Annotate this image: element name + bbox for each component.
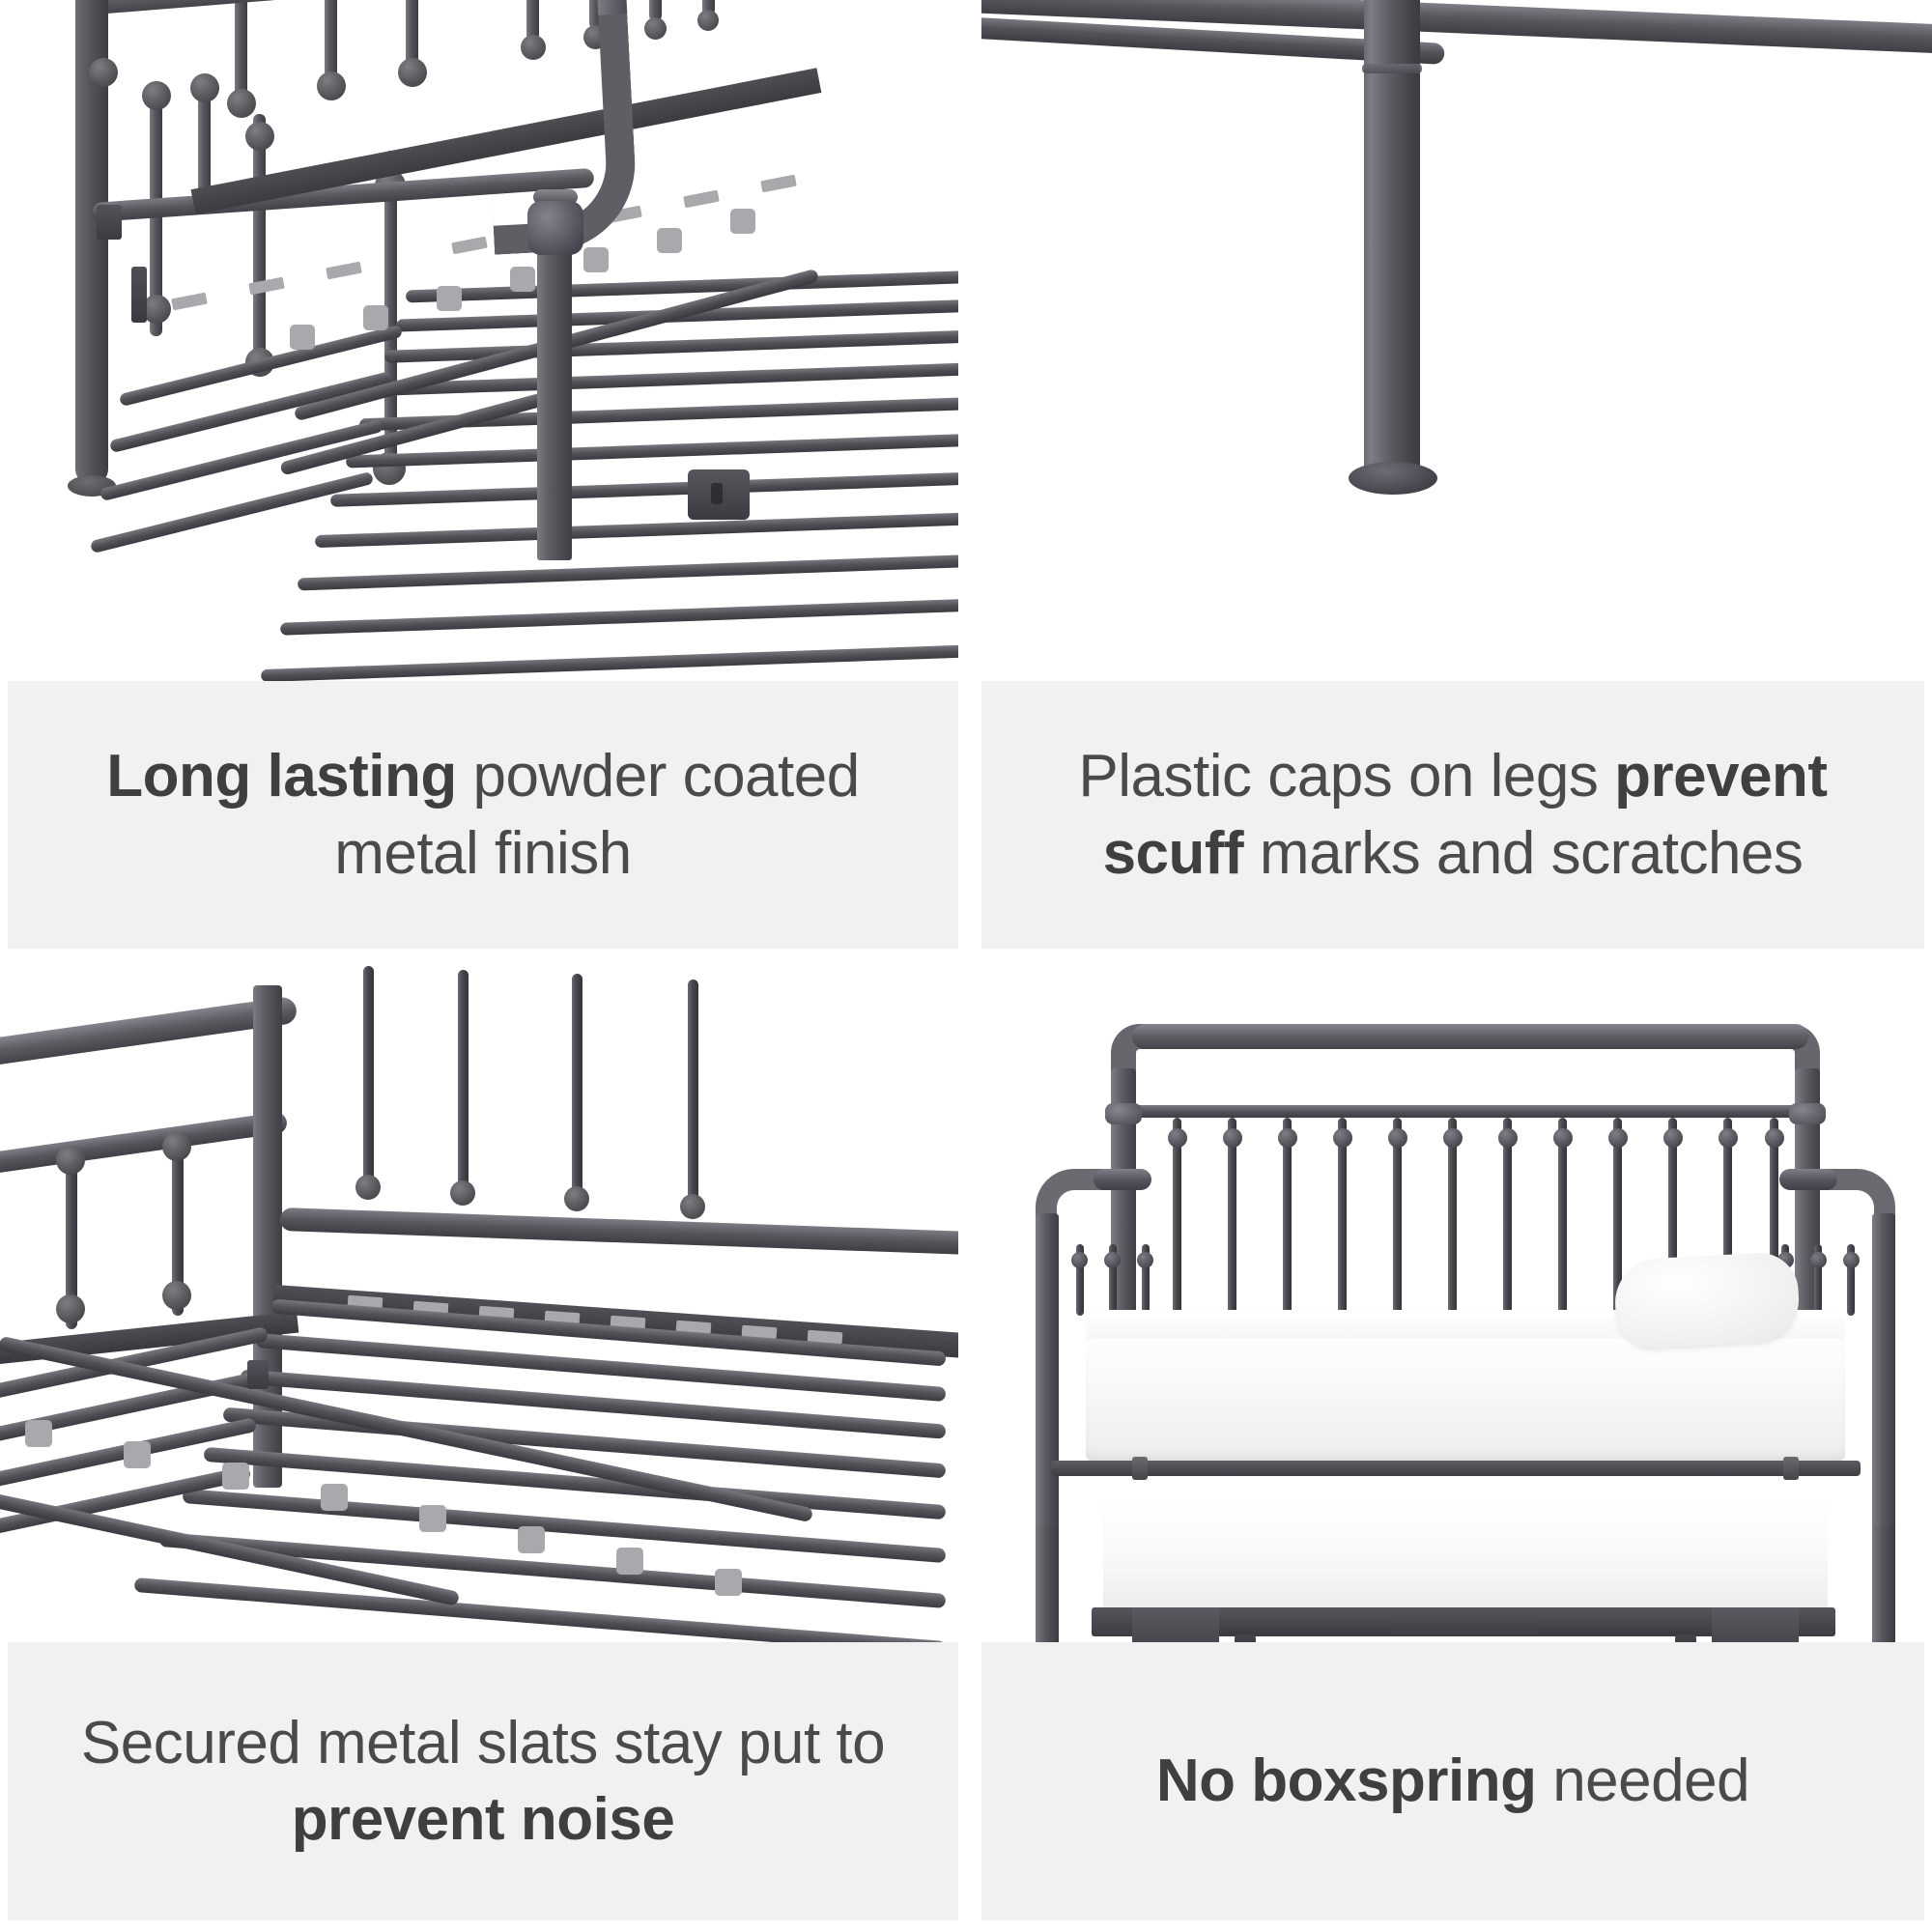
feature-cell-plastic-caps: Plastic caps on legs prevent scuff marks… [958,0,1932,966]
caption-text-secured-slats: Secured metal slats stay put to prevent … [80,1709,886,1853]
feature-image-plastic-caps [981,0,1932,681]
plastic-cap-icon [1349,462,1437,495]
caption-no-boxspring: No boxspring needed [981,1642,1924,1920]
headboard-top-rail [1132,1024,1808,1049]
trundle-mattress [1103,1497,1828,1613]
caption-text-no-boxspring: No boxspring needed [1155,1747,1750,1815]
feature-cell-powder-coat: Long lasting powder coated metal finish [0,0,958,966]
feature-image-no-boxspring [981,966,1932,1642]
feature-cell-secured-slats: Secured metal slats stay put to prevent … [0,966,958,1932]
caption-powder-coat: Long lasting powder coated metal finish [8,681,958,949]
caption-text-plastic-caps: Plastic caps on legs prevent scuff marks… [1078,743,1828,887]
daybed-illustration [1036,1024,1895,1642]
pillow [1612,1251,1802,1350]
caption-text-powder-coat: Long lasting powder coated metal finish [106,743,860,887]
caster-right [1675,1634,1696,1642]
feature-image-secured-slats [0,966,958,1642]
caster-left [1235,1634,1256,1642]
feature-cell-no-boxspring: No boxspring needed [958,966,1932,1932]
feature-image-powder-coat [0,0,958,681]
caption-plastic-caps: Plastic caps on legs prevent scuff marks… [981,681,1924,949]
caption-secured-slats: Secured metal slats stay put to prevent … [8,1642,958,1920]
